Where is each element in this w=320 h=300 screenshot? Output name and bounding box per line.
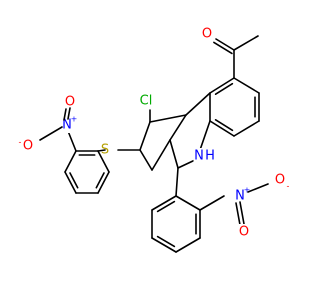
- bond-inner: [156, 235, 176, 248]
- bond: [64, 171, 77, 194]
- atom-symbol: O: [202, 27, 212, 42]
- bond: [39, 126, 63, 141]
- bond: [175, 167, 179, 197]
- atom-symbol: H: [205, 149, 215, 164]
- atom-symbol: O: [65, 95, 75, 110]
- bond-double: [213, 41, 233, 55]
- atom-label-nitrogen: H: [204, 148, 216, 164]
- bond: [239, 201, 245, 225]
- atom-symbol: O: [275, 173, 285, 188]
- atom-label-chlorine: Cl: [137, 93, 155, 109]
- bond: [149, 114, 187, 123]
- bond: [139, 121, 151, 151]
- charge-sign: -: [19, 138, 22, 147]
- atom-label-oxygen: O-: [274, 172, 290, 191]
- bond-double: [235, 202, 241, 226]
- atom-label-nitrogen: N+: [61, 115, 78, 133]
- bond: [97, 150, 110, 173]
- bond-inner: [69, 172, 79, 189]
- bond: [97, 149, 106, 152]
- bond: [177, 159, 196, 169]
- bond: [97, 171, 110, 194]
- bond: [233, 35, 259, 51]
- bond: [233, 77, 260, 94]
- bond: [151, 237, 177, 253]
- bond: [185, 92, 211, 116]
- bond: [67, 130, 77, 152]
- atom-label-nitrogen: N+: [234, 186, 251, 204]
- bond: [64, 150, 77, 173]
- bond: [209, 120, 235, 137]
- bond-inner: [156, 200, 176, 213]
- atom-symbol: N: [235, 189, 245, 204]
- bond: [151, 195, 177, 211]
- atom-symbol: O: [239, 225, 249, 240]
- atom-label-oxygen: O-: [19, 138, 34, 154]
- bond-inner: [214, 119, 234, 132]
- bond: [151, 139, 171, 171]
- atom-label-oxygen: O: [64, 94, 76, 110]
- charge-sign: +: [244, 186, 251, 195]
- bond: [199, 195, 225, 211]
- bond: [215, 38, 235, 51]
- bond: [175, 237, 201, 253]
- charge-sign: -: [287, 182, 290, 191]
- charge-sign: +: [71, 115, 78, 124]
- atom-symbol: N: [194, 149, 204, 164]
- bond: [209, 77, 235, 94]
- atom-symbol: Cl: [140, 94, 153, 109]
- bond: [199, 120, 211, 151]
- bond: [175, 195, 201, 211]
- bond: [139, 149, 153, 171]
- bond: [169, 114, 187, 141]
- bond: [169, 139, 179, 169]
- bond: [247, 183, 269, 193]
- bond-inner: [95, 172, 105, 189]
- bond-inner: [214, 82, 234, 95]
- atom-symbol: O: [23, 139, 33, 154]
- bond-double: [63, 108, 67, 121]
- bond: [233, 120, 260, 137]
- atom-symbol: N: [62, 118, 72, 133]
- bond: [67, 107, 71, 120]
- atom-label-nitrogen: N: [193, 148, 205, 164]
- atom-label-oxygen: O: [238, 224, 250, 240]
- atom-label-oxygen: O: [201, 26, 213, 42]
